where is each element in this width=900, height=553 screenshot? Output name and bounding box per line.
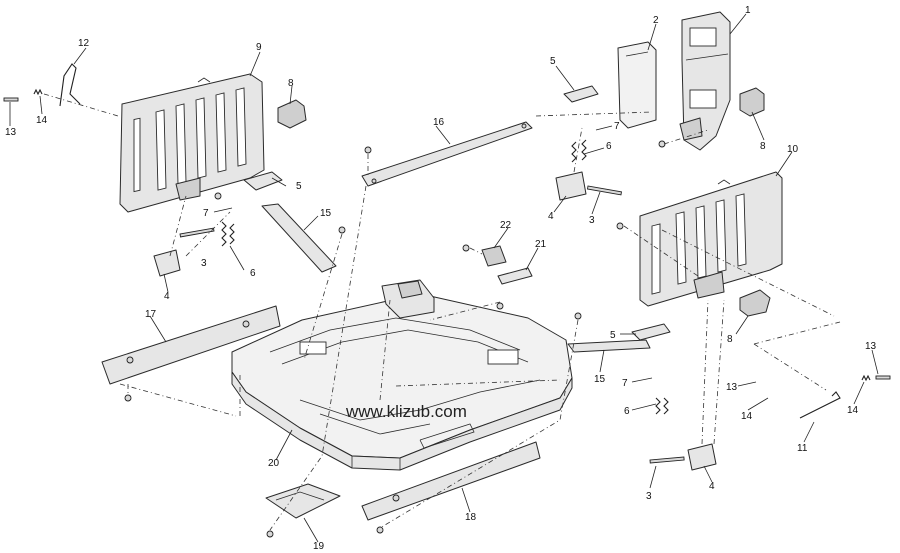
part-12-wire — [59, 63, 81, 107]
callout-21: 21 — [535, 239, 547, 250]
callout-12: 12 — [78, 38, 90, 49]
part-19-bottom-bracket — [265, 483, 341, 519]
part-20-tray-base — [231, 279, 573, 471]
watermark-text: www.klizub.com — [345, 402, 467, 421]
part-11-wire — [799, 391, 841, 419]
callout-18: 18 — [465, 512, 477, 523]
part-15-left-bracket — [261, 203, 337, 273]
part-17-left-rail — [101, 305, 281, 385]
callout-15: 15 — [594, 374, 606, 385]
callout-8: 8 — [288, 78, 294, 89]
part-4-hinge-bottom — [687, 443, 717, 471]
callout-22: 22 — [500, 220, 512, 231]
callout-14: 14 — [36, 115, 48, 126]
callout-11: 11 — [797, 443, 808, 454]
part-21-bracket — [497, 267, 533, 285]
callout-6: 6 — [250, 268, 256, 279]
callout-19: 19 — [313, 541, 325, 552]
part-14-springs — [33, 88, 871, 382]
callout-16: 16 — [433, 117, 445, 128]
callout-6: 6 — [606, 141, 612, 152]
callout-7: 7 — [622, 378, 628, 389]
callout-7: 7 — [203, 208, 209, 219]
callout-4: 4 — [709, 481, 715, 492]
callout-4: 4 — [164, 291, 170, 302]
callout-20: 20 — [268, 458, 280, 469]
callout-10: 10 — [787, 144, 799, 155]
part-15-right-bracket — [567, 339, 651, 353]
callout-7: 7 — [614, 121, 620, 132]
callout-6: 6 — [624, 406, 630, 417]
callout-8: 8 — [727, 334, 733, 345]
part-8-latch-left — [277, 99, 307, 129]
callout-leaders — [9, 13, 879, 543]
part-8-latch-lower-right — [739, 289, 771, 317]
part-5-clamp-3 — [631, 323, 671, 341]
screws-and-pins — [3, 97, 891, 538]
callout-3: 3 — [589, 215, 595, 226]
part-5-clamp-2 — [563, 85, 599, 103]
part-10-right-panel — [639, 171, 783, 307]
callout-13: 13 — [726, 382, 738, 393]
callout-1: 1 — [745, 5, 751, 16]
callout-17: 17 — [145, 309, 157, 320]
callout-14: 14 — [741, 411, 753, 422]
callout-9: 9 — [256, 42, 262, 53]
callout-5: 5 — [296, 181, 302, 192]
part-16-strip — [361, 121, 533, 187]
part-18-bottom-rail — [361, 441, 541, 521]
part-6-springs — [221, 139, 669, 415]
callout-2: 2 — [653, 15, 659, 26]
part-1-cover — [679, 11, 731, 151]
callout-8: 8 — [760, 141, 766, 152]
part-5-clamp-1 — [243, 171, 283, 191]
part-22-block — [481, 245, 507, 267]
callout-labels: 1 2 3 3 3 4 4 4 5 5 5 6 6 6 7 7 7 8 8 8 … — [5, 5, 877, 552]
callout-14: 14 — [847, 405, 859, 416]
assembly-lines — [43, 93, 841, 531]
callout-3: 3 — [646, 491, 652, 502]
callout-4: 4 — [548, 211, 554, 222]
callout-5: 5 — [610, 330, 616, 341]
part-4-hinge-center — [555, 171, 587, 201]
part-9-left-panel — [119, 73, 265, 213]
callout-13: 13 — [865, 341, 877, 352]
callout-3: 3 — [201, 258, 207, 269]
part-2-plate — [617, 41, 657, 129]
part-4-hinge-left — [153, 249, 181, 277]
part-8-latch-upper-right — [739, 87, 765, 117]
callout-13: 13 — [5, 127, 17, 138]
callout-5: 5 — [550, 56, 556, 67]
callout-15: 15 — [320, 208, 332, 219]
